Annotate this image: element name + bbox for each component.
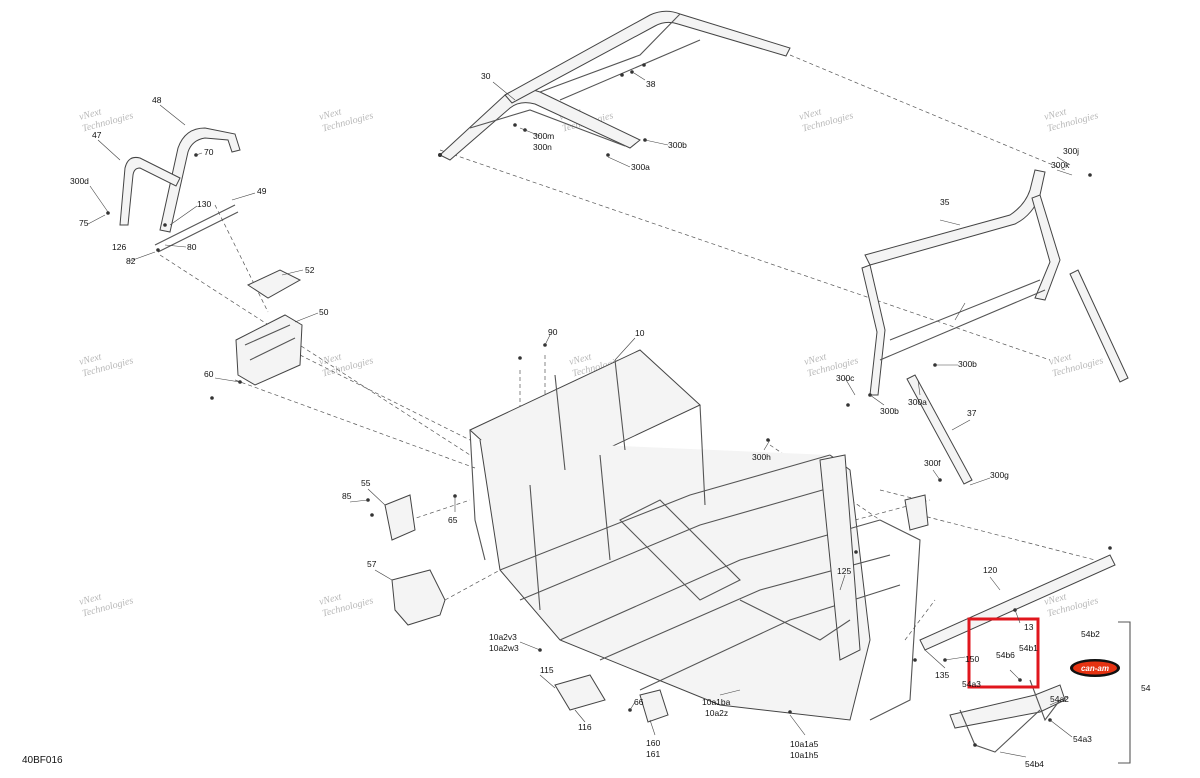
part-label[interactable]: 54b4 [1025,759,1044,769]
part-label[interactable]: 300d [70,176,89,186]
part-label[interactable]: 50 [319,307,329,317]
part-label[interactable]: 47 [92,130,102,140]
group-bracket-54 [1118,621,1131,764]
part-label[interactable]: 10a2w3 [489,643,519,653]
part-label[interactable]: 80 [187,242,197,252]
small-brackets [384,494,929,723]
part-label[interactable]: 10a2v3 [489,632,517,642]
part-label[interactable]: 150 [965,654,979,664]
part-label[interactable]: 10a1a5 [790,739,819,749]
leader-lines [87,72,1073,758]
part-label[interactable]: 75 [79,218,89,228]
part-label[interactable]: 38 [646,79,656,89]
part-label[interactable]: 125 [837,566,851,576]
part-label[interactable]: 49 [257,186,267,196]
part-label[interactable]: 60 [204,369,214,379]
part-label[interactable]: 115 [540,665,554,675]
part-label[interactable]: 54a3 [1073,734,1092,744]
roll-cage-upper [439,10,791,161]
part-labels: 30 38 300m 300n 300b 300a 48 47 70 300d … [70,71,1151,769]
watermark: vNext Technologies [78,351,135,379]
can-am-logo: can-am [1070,659,1120,677]
watermark: vNext Technologies [318,591,375,619]
part-label[interactable]: 300a [631,162,650,172]
part-label[interactable]: 55 [361,478,371,488]
part-label[interactable]: 300f [924,458,941,468]
watermark: vNext Technologies [78,591,135,619]
part-label[interactable]: 85 [342,491,352,501]
watermark: vNext Technologies [798,106,855,134]
part-label[interactable]: 82 [126,256,136,266]
can-am-logo-text: can-am [1081,664,1109,673]
part-label[interactable]: 57 [367,559,377,569]
front-bumper-assembly [919,554,1116,753]
part-label[interactable]: 300m [533,131,554,141]
part-label[interactable]: 126 [112,242,126,252]
part-label[interactable]: 54a3 [962,679,981,689]
watermark: vNext Technologies [318,351,375,379]
part-label[interactable]: 300b [958,359,977,369]
part-label[interactable]: 120 [983,565,997,575]
part-label[interactable]: 161 [646,749,660,759]
part-label[interactable]: 10 [635,328,645,338]
part-label[interactable]: 54a2 [1050,694,1069,704]
part-label[interactable]: 13 [1024,622,1034,632]
assembly-guide-lines [159,54,1096,641]
part-label[interactable]: 90 [548,327,558,337]
part-label[interactable]: 300b [668,140,687,150]
part-label[interactable]: 300c [836,373,855,383]
side-handles [119,127,241,253]
part-label[interactable]: 130 [197,199,211,209]
part-label[interactable]: 135 [935,670,949,680]
main-chassis-frame [469,349,921,721]
part-label[interactable]: 160 [646,738,660,748]
bracket-50 [235,269,303,386]
part-label[interactable]: 300b [880,406,899,416]
part-label[interactable]: 116 [578,722,592,732]
part-label[interactable]: 300g [990,470,1009,480]
watermark: vNext Technologies [1043,106,1100,134]
part-label[interactable]: 30 [481,71,491,81]
part-label[interactable]: 10a1ba [702,697,731,707]
part-label[interactable]: 37 [967,408,977,418]
strut-37 [906,374,973,485]
part-label[interactable]: 48 [152,95,162,105]
highlight-box [967,617,1040,689]
part-label[interactable]: 66 [634,697,644,707]
part-label[interactable]: 54b2 [1081,629,1100,639]
watermark: vNext Technologies [318,106,375,134]
watermark: vNext Technologies [78,106,135,134]
part-label[interactable]: 300k [1051,160,1070,170]
part-label[interactable]: 70 [204,147,214,157]
watermark: vNext Technologies [1048,351,1105,379]
part-label[interactable]: 65 [448,515,458,525]
part-label[interactable]: 35 [940,197,950,207]
part-label[interactable]: 300n [533,142,552,152]
part-label[interactable]: 10a2z [705,708,728,718]
part-label[interactable]: 54b6 [996,650,1015,660]
roll-cage-rear [861,169,1129,396]
part-label[interactable]: 52 [305,265,315,275]
part-label[interactable]: 10a1h5 [790,750,819,760]
part-label[interactable]: 300a [908,397,927,407]
part-label[interactable]: 300j [1063,146,1079,156]
part-label[interactable]: 300h [752,452,771,462]
figure-code: 40BF016 [22,755,63,766]
part-label[interactable]: 54 [1141,683,1151,693]
part-label[interactable]: 54b1 [1019,643,1038,653]
